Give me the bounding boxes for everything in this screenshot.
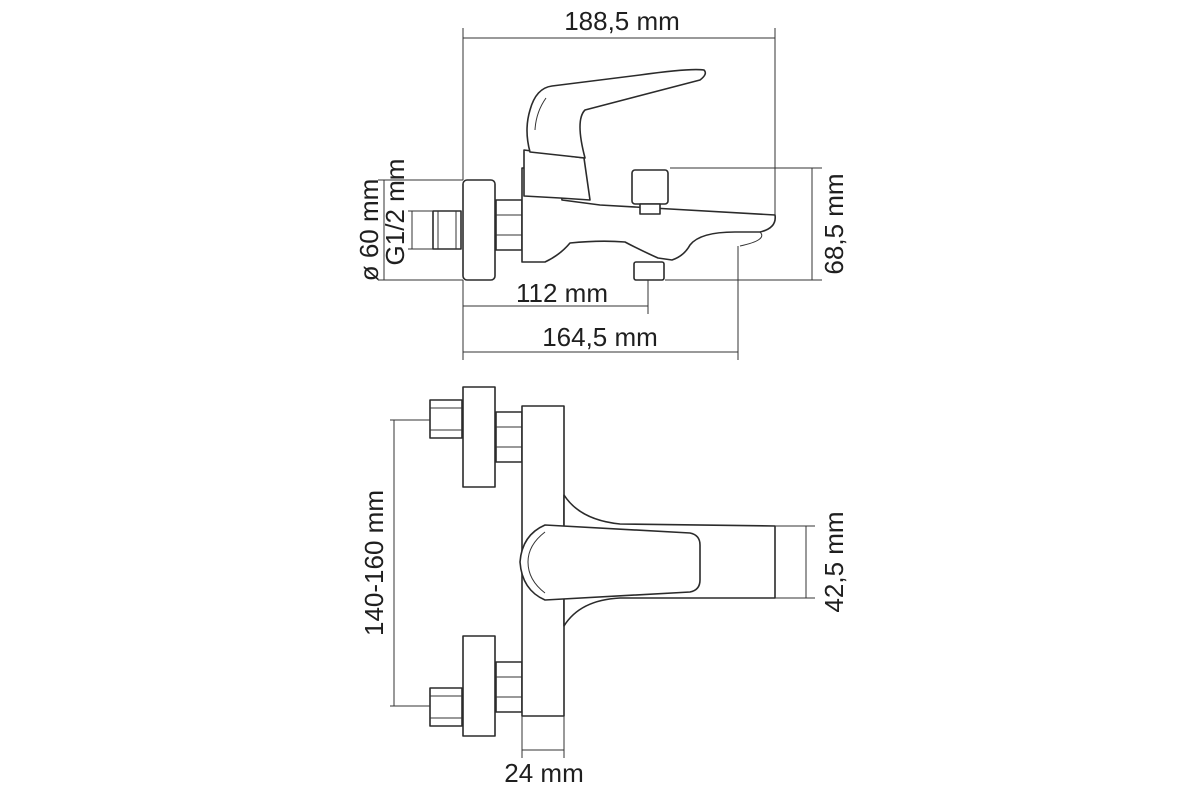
side-inlet-nipple bbox=[432, 210, 462, 250]
spout-width-label: 42,5 mm bbox=[819, 511, 849, 612]
top-view-dimensions: 140-160 mm 42,5 mm 24 mm bbox=[359, 419, 849, 788]
center-distance-label: 140-160 mm bbox=[359, 490, 389, 636]
top-lower-flange bbox=[462, 635, 496, 737]
side-view bbox=[432, 68, 777, 281]
top-handle bbox=[519, 524, 701, 601]
top-upper-flange bbox=[462, 386, 496, 488]
outlet-offset-label: 112 mm bbox=[516, 278, 608, 308]
height-label: 68,5 mm bbox=[819, 173, 849, 274]
flange-diameter-label: ø 60 mm bbox=[354, 179, 384, 282]
side-lever-handle bbox=[526, 68, 707, 159]
spout-reach-label: 164,5 mm bbox=[542, 322, 658, 352]
body-depth-label: 24 mm bbox=[504, 758, 583, 788]
side-hex-nut bbox=[495, 199, 523, 251]
top-view bbox=[429, 386, 776, 737]
thread-label: G1/2 mm bbox=[380, 159, 410, 266]
side-wall-flange bbox=[462, 179, 496, 281]
side-diverter-knob bbox=[631, 169, 669, 205]
side-shower-outlet bbox=[633, 261, 665, 281]
side-mixer-body bbox=[521, 167, 777, 263]
side-view-dimensions: 188,5 mm 68,5 mm ø 60 mm G1/2 mm 112 mm … bbox=[354, 6, 849, 360]
overall-length-label: 188,5 mm bbox=[564, 6, 680, 36]
